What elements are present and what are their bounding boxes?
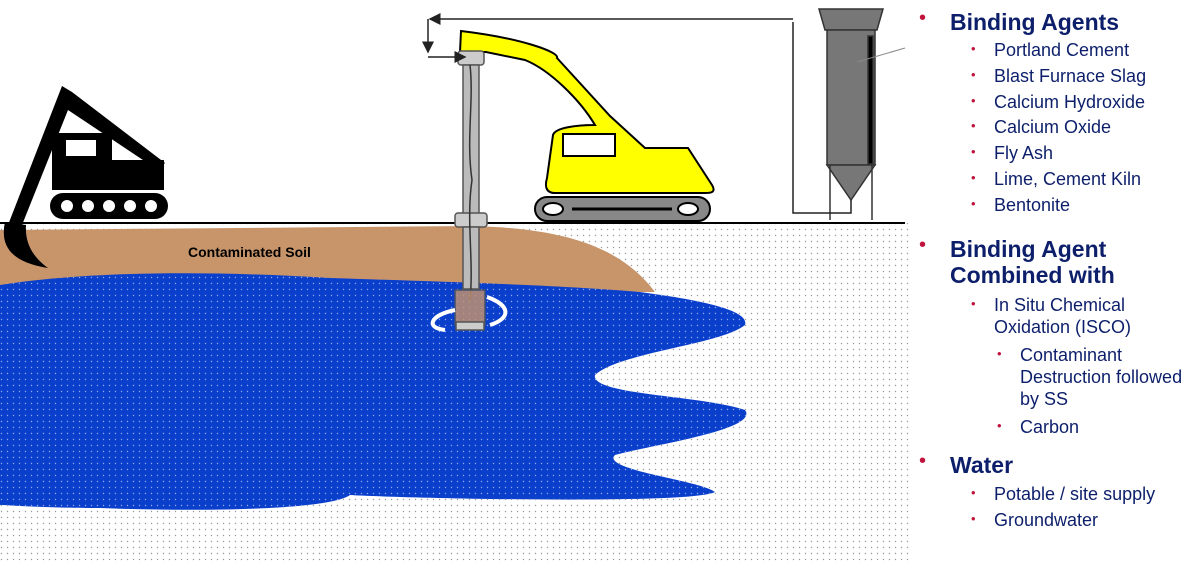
groundwater-zone — [0, 273, 747, 510]
heading-line: Binding Agent — [950, 236, 1107, 262]
list-item: Calcium Hydroxide — [994, 92, 1146, 112]
auger-shaft — [454, 50, 488, 331]
mixing-rig-icon — [458, 29, 715, 222]
bullet: • — [971, 144, 976, 159]
pointer-line — [856, 47, 906, 63]
bullet: • — [919, 234, 927, 256]
heading-line: Combined with — [950, 262, 1115, 288]
list-item: Bentonite — [994, 195, 1071, 215]
heading-water: Water — [950, 452, 1014, 478]
bullet: • — [971, 196, 976, 211]
rotation-arrows-icon — [430, 295, 508, 332]
bullet: • — [919, 7, 927, 29]
bullet: • — [971, 41, 976, 56]
list-item: Calcium Oxide — [994, 117, 1112, 137]
batch-plant-icon — [818, 8, 884, 220]
bullet: • — [971, 296, 976, 311]
sub-list-item: Destruction followed — [1020, 367, 1183, 387]
sub-list-item: Contaminant — [1020, 345, 1123, 365]
heading-binding-agents: Binding Agents — [950, 9, 1120, 35]
list-item: Oxidation (ISCO) — [994, 317, 1132, 337]
soil-mixing-diagram — [0, 8, 910, 562]
sub-list-item: Carbon — [1020, 417, 1080, 437]
excavator-icon — [3, 86, 168, 268]
list-item: Potable / site supply — [994, 484, 1156, 504]
contaminated-soil-label: Contaminated Soil — [188, 244, 311, 260]
flow-lines — [422, 13, 852, 214]
bullet: • — [997, 346, 1002, 361]
list-item: Lime, Cement Kiln — [994, 169, 1142, 189]
bullet: • — [971, 118, 976, 133]
list-item: Fly Ash — [994, 143, 1054, 163]
list-item: Groundwater — [994, 510, 1099, 530]
list-item: Blast Furnace Slag — [994, 66, 1147, 86]
list-item: In Situ Chemical — [994, 295, 1126, 315]
bullet: • — [971, 67, 976, 82]
bullet: • — [971, 511, 976, 526]
bullet: • — [971, 485, 976, 500]
bullet: • — [971, 170, 976, 185]
bullet: • — [997, 418, 1002, 433]
sub-list-item: by SS — [1020, 389, 1069, 409]
bullet: • — [971, 93, 976, 108]
list-item: Portland Cement — [994, 40, 1130, 60]
bullet: • — [919, 450, 927, 472]
